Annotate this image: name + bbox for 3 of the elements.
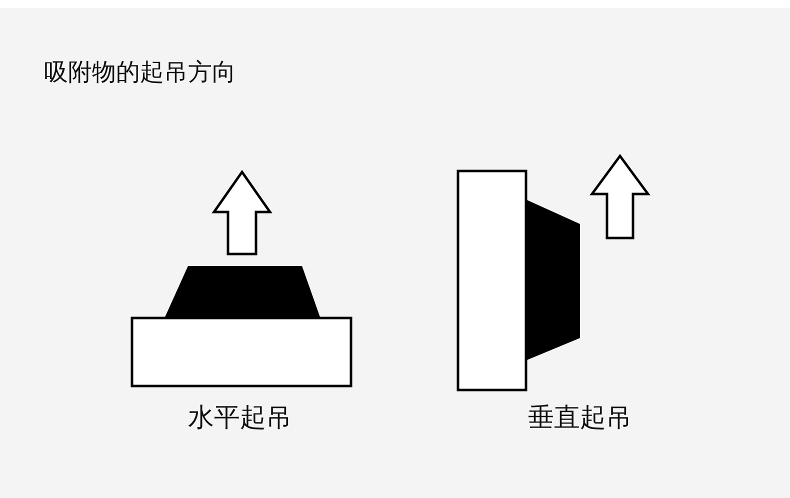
title: 吸附物的起吊方向	[44, 57, 236, 88]
caption-text: 水平起吊	[187, 402, 293, 435]
caption-text: 垂直起吊	[527, 402, 633, 435]
